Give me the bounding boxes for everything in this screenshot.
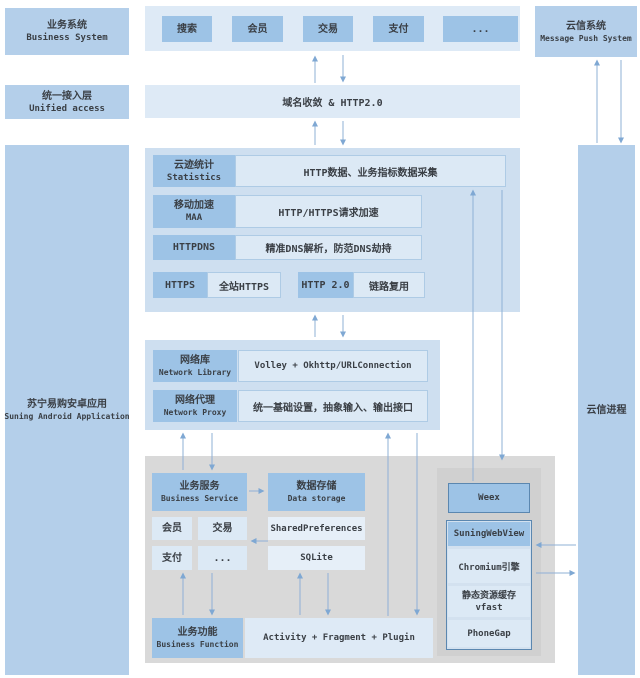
business-function-zh: 业务功能 [177,627,218,638]
module-payment: 支付 [373,16,424,42]
httpdns-desc-text: 精准DNS解析，防范DNS劫持 [265,244,392,255]
unified-access-label-en: Unified access [29,103,105,114]
module-payment-label: 支付 [388,23,409,35]
sqlite-text: SQLite [300,553,333,563]
https-label-text: HTTPS [164,279,196,291]
activity-fragment-plugin-text: Activity + Fragment + Plugin [263,633,415,643]
box-business-function: 业务功能 Business Function [152,618,243,658]
box-cloud-process: 云信进程 [578,145,635,675]
message-push-label-zh: 云信系统 [566,20,606,32]
row-httpdns-desc: 精准DNS解析，防范DNS劫持 [235,235,422,260]
cell-bs-payment: 支付 [152,546,192,570]
android-app-label-zh: 苏宁易购安卓应用 [27,399,107,410]
row-statistics-desc: HTTP数据、业务指标数据采集 [235,155,506,187]
row-network-library-label: 网络库 Network Library [153,350,237,382]
http2-desc-text: 链路复用 [369,281,409,293]
unified-access-label-zh: 统一接入层 [42,90,92,102]
network-proxy-en: Network Proxy [163,408,227,417]
cell-http2-label: HTTP 2.0 [298,272,353,298]
network-library-en: Network Library [158,368,232,377]
module-trade: 交易 [303,16,353,42]
module-more-label: ... [471,23,490,35]
business-service-en: Business Service [160,494,239,503]
business-function-en: Business Function [156,640,239,649]
bs-more-text: ... [213,552,232,564]
bar-domain-convergence: 域名收敛 & HTTP2.0 [145,85,520,118]
cell-chromium-engine: Chromium引擎 [448,549,530,583]
row-maa-label: 移动加速 MAA [153,195,235,228]
statistics-en: Statistics [166,172,222,183]
row-statistics-label: 云迹统计 Statistics [153,155,235,187]
box-data-storage: 数据存储 Data storage [268,473,365,511]
http2-label-text: HTTP 2.0 [301,279,350,291]
cell-sqlite: SQLite [268,546,365,570]
box-message-push-system: 云信系统 Message Push System [535,6,637,57]
row-maa-desc: HTTP/HTTPS请求加速 [235,195,422,228]
chromium-engine-text: Chromium引擎 [458,562,520,573]
box-android-application: 苏宁易购安卓应用 Suning Android Application [4,145,130,675]
sharedpreferences-text: SharedPreferences [270,523,363,534]
cell-http2-desc: 链路复用 [353,272,425,298]
data-storage-en: Data storage [287,494,346,503]
cell-bs-member: 会员 [152,517,192,540]
network-library-zh: 网络库 [180,355,210,366]
module-trade-label: 交易 [318,23,338,35]
maa-en: MAA [185,213,203,223]
bs-trade-text: 交易 [212,523,233,534]
weex-text: Weex [478,493,500,503]
box-business-service: 业务服务 Business Service [152,473,247,511]
cell-sharedpreferences: SharedPreferences [268,517,365,540]
box-business-system: 业务系统 Business System [5,8,129,55]
row-network-library-desc: Volley + Okhttp/URLConnection [238,350,428,382]
statistics-zh: 云迹统计 [174,159,214,171]
cell-https-desc: 全站HTTPS [207,272,281,298]
business-service-zh: 业务服务 [179,481,220,492]
row-network-proxy-desc: 统一基础设置，抽象输入、输出接口 [238,390,428,422]
cell-phonegap: PhoneGap [448,620,530,647]
data-storage-zh: 数据存储 [296,481,337,492]
vfast-cache-text: 静态资源缓存 vfast [461,590,516,613]
box-unified-access: 统一接入层 Unified access [5,85,129,119]
box-weex: Weex [448,483,530,513]
module-member-label: 会员 [247,23,268,35]
network-proxy-desc-text: 统一基础设置，抽象输入、输出接口 [253,402,413,414]
bs-member-text: 会员 [162,523,182,534]
module-member: 会员 [232,16,283,42]
module-search-label: 搜索 [177,23,197,35]
https-desc-text: 全站HTTPS [218,281,270,293]
cloud-process-text: 云信进程 [586,404,627,416]
cell-bs-more: ... [198,546,247,570]
network-proxy-zh: 网络代理 [175,395,215,406]
httpdns-zh: HTTPDNS [172,242,216,253]
business-system-label-zh: 业务系统 [47,20,87,31]
maa-desc-text: HTTP/HTTPS请求加速 [278,208,379,219]
message-push-label-en: Message Push System [540,33,632,43]
cell-suningwebview: SuningWebView [448,522,530,546]
suningwebview-text: SuningWebView [453,529,525,539]
module-more: ... [443,16,518,42]
maa-zh: 移动加速 [174,200,214,211]
cell-bs-trade: 交易 [198,517,247,540]
business-system-label-en: Business System [26,33,108,43]
row-network-proxy-label: 网络代理 Network Proxy [153,390,237,422]
phonegap-text: PhoneGap [467,628,511,639]
network-library-desc-text: Volley + Okhttp/URLConnection [254,361,412,371]
android-app-label-en: Suning Android Application [4,412,130,421]
row-httpdns-label: HTTPDNS [153,235,235,260]
statistics-desc-text: HTTP数据、业务指标数据采集 [303,167,438,179]
module-search: 搜索 [162,16,212,42]
cell-https-label: HTTPS [153,272,207,298]
bs-payment-text: 支付 [162,552,182,564]
domain-convergence-label: 域名收敛 & HTTP2.0 [282,98,383,109]
box-activity-fragment-plugin: Activity + Fragment + Plugin [245,618,433,658]
cell-vfast-cache: 静态资源缓存 vfast [448,586,530,617]
